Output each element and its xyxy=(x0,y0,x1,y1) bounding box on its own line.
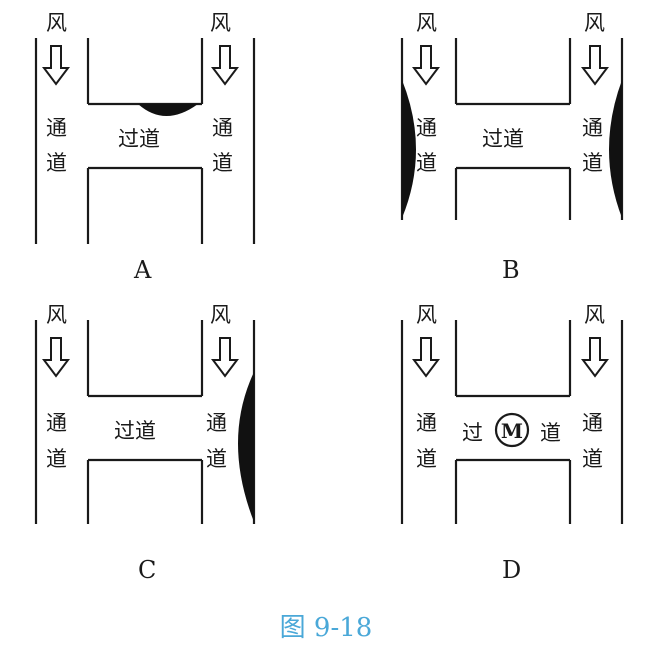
channel-label-left-top: 通 xyxy=(416,116,437,140)
corridor-label: 过道 xyxy=(482,127,524,151)
channel-label-right-bottom: 道 xyxy=(582,151,603,175)
panel-a: 风 风 通 道 通 道 过道 A xyxy=(34,11,256,284)
deposit-right-wall xyxy=(609,80,622,218)
option-label-b: B xyxy=(502,256,520,284)
figure-caption: 图 9-18 xyxy=(280,613,373,643)
panel-b: 风 风 通 道 通 道 过道 B xyxy=(400,11,624,284)
channel-label-right-bottom: 道 xyxy=(206,447,227,471)
deposit-right-wall xyxy=(238,372,254,522)
channel-label-right-bottom: 道 xyxy=(582,447,603,471)
wind-arrow-right xyxy=(581,337,609,378)
wind-label-left: 风 xyxy=(46,303,67,327)
wind-label-right: 风 xyxy=(584,11,605,35)
channel-label-right-top: 通 xyxy=(582,411,603,435)
wind-label-left: 风 xyxy=(46,11,67,35)
corridor-label: 过道 xyxy=(114,419,156,443)
deposit-left-wall xyxy=(402,80,416,218)
channel-label-right-bottom: 道 xyxy=(212,151,233,175)
corridor-label-right: 道 xyxy=(540,421,561,445)
wind-arrow-right xyxy=(211,337,239,378)
wind-label-right: 风 xyxy=(584,303,605,327)
channel-label-left-bottom: 道 xyxy=(416,151,437,175)
panel-d: 风 风 通 道 通 道 过 M 道 D xyxy=(400,303,624,584)
channel-label-left-bottom: 道 xyxy=(46,151,67,175)
wind-arrow-right xyxy=(581,45,609,86)
channel-label-left-bottom: 道 xyxy=(46,447,67,471)
wind-label-left: 风 xyxy=(416,11,437,35)
channel-label-right-top: 通 xyxy=(206,411,227,435)
wind-arrow-left xyxy=(412,337,440,378)
wind-arrow-right xyxy=(211,45,239,86)
wind-arrow-left xyxy=(412,45,440,86)
corridor-label-left: 过 xyxy=(462,421,483,445)
channel-label-left-top: 通 xyxy=(46,116,67,140)
option-label-c: C xyxy=(138,556,156,584)
channel-label-right-top: 通 xyxy=(212,116,233,140)
corridor-label: 过道 xyxy=(118,127,160,151)
wind-label-left: 风 xyxy=(416,303,437,327)
option-label-d: D xyxy=(502,556,521,584)
wind-label-right: 风 xyxy=(210,303,231,327)
motor-label: M xyxy=(501,419,523,443)
deposit-corridor-top xyxy=(138,104,198,116)
motor-icon xyxy=(494,412,530,448)
wind-arrow-left xyxy=(42,45,70,86)
channel-label-left-top: 通 xyxy=(46,411,67,435)
option-label-a: A xyxy=(133,256,152,284)
channel-label-left-bottom: 道 xyxy=(416,447,437,471)
wind-arrow-left xyxy=(42,337,70,378)
channel-label-left-top: 通 xyxy=(416,411,437,435)
channel-label-right-top: 通 xyxy=(582,116,603,140)
wind-label-right: 风 xyxy=(210,11,231,35)
panel-c: 风 风 通 道 通 道 过道 C xyxy=(34,303,256,584)
